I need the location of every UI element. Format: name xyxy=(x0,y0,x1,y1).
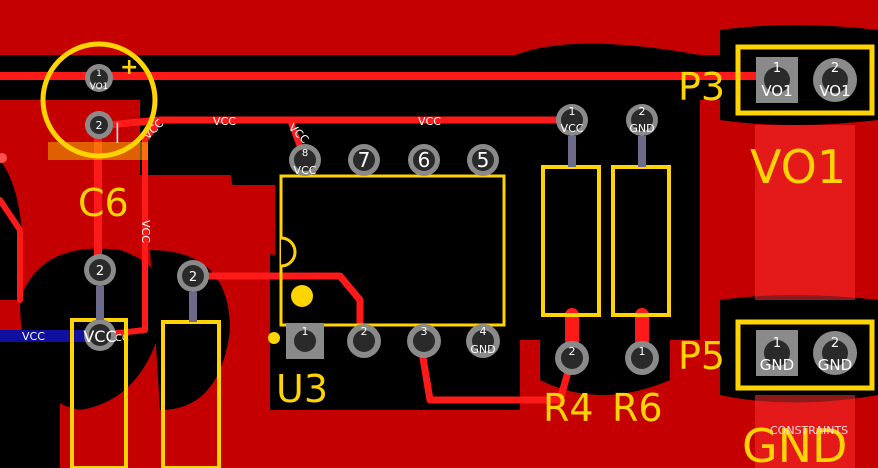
pad-left-vcc[interactable]: VCC xyxy=(83,319,117,351)
svg-text:1: 1 xyxy=(96,69,102,79)
pad-p3-1[interactable]: 1 VO1 xyxy=(756,57,798,103)
pads[interactable]: 1 VO1 2 2 2 VCC 8 VCC 7 xyxy=(83,57,857,376)
c6-ref: C6 xyxy=(78,181,129,225)
svg-text:3: 3 xyxy=(421,325,428,338)
svg-text:VO1: VO1 xyxy=(761,82,792,100)
pad-r6-2[interactable]: 2 GND xyxy=(626,104,658,136)
p3-ref: P3 xyxy=(678,65,725,109)
svg-text:2: 2 xyxy=(361,325,368,338)
svg-text:GND: GND xyxy=(629,122,654,135)
pad-r4-2[interactable]: 2 xyxy=(555,341,589,375)
c6-minus-mark: | xyxy=(114,119,121,143)
via-marker[interactable] xyxy=(0,153,7,163)
silkscreen xyxy=(40,41,875,468)
p5-net-label: GND xyxy=(742,419,847,468)
svg-text:1: 1 xyxy=(569,105,576,118)
svg-text:2: 2 xyxy=(189,270,197,285)
pad-u3-8[interactable]: 8 VCC xyxy=(289,144,321,177)
svg-text:GND: GND xyxy=(760,356,794,374)
p3-net-label: VO1 xyxy=(750,140,846,194)
bottom-vcc-label: VCC xyxy=(22,330,45,343)
pad-r6-1[interactable]: 1 xyxy=(625,341,659,375)
r6-ref: R6 xyxy=(612,386,663,430)
pad-p5-1[interactable]: 1 GND xyxy=(756,330,798,376)
svg-text:GND: GND xyxy=(818,356,852,374)
pad-u3-6[interactable]: 6 xyxy=(408,144,440,176)
svg-text:2: 2 xyxy=(569,345,576,358)
svg-text:2: 2 xyxy=(639,105,646,118)
pad-left-2b[interactable]: 2 xyxy=(177,260,209,292)
trace-label-vcc-6: VCC xyxy=(108,333,129,344)
svg-text:2: 2 xyxy=(831,336,839,351)
u3-ref: U3 xyxy=(276,367,328,411)
pad-p5-2[interactable]: 2 GND xyxy=(813,331,857,375)
constraints-overlay-label: CONSTRAINTS xyxy=(770,424,848,437)
trace-label-vcc-2: VCC xyxy=(418,115,441,128)
pad-u3-1[interactable]: 1 xyxy=(286,323,324,359)
pad-u3-2[interactable]: 2 xyxy=(347,324,381,358)
p5-ref: P5 xyxy=(678,334,725,378)
pad-left-2a[interactable]: 2 xyxy=(84,254,116,286)
svg-text:6: 6 xyxy=(418,148,431,172)
svg-text:1: 1 xyxy=(639,345,646,358)
svg-text:1: 1 xyxy=(773,61,781,76)
trace-label-vcc-5: VCC xyxy=(139,220,152,243)
svg-text:VCC: VCC xyxy=(561,122,584,135)
pad-p3-2[interactable]: 2 VO1 xyxy=(813,58,857,102)
pad-u3-4[interactable]: 4 GND xyxy=(466,324,500,358)
r4-ref: R4 xyxy=(543,386,594,430)
pad-u3-3[interactable]: 3 xyxy=(407,324,441,358)
svg-text:VCC: VCC xyxy=(294,164,317,177)
traces xyxy=(0,72,764,404)
pad-r4-1[interactable]: 1 VCC xyxy=(556,104,588,136)
svg-text:5: 5 xyxy=(477,148,490,172)
svg-text:1: 1 xyxy=(773,336,781,351)
svg-text:VO1: VO1 xyxy=(819,82,850,100)
designators: + | C6 U3 R4 R6 P3 P5 VO1 GND xyxy=(78,55,847,468)
svg-text:GND: GND xyxy=(470,343,495,356)
pad-u3-7[interactable]: 7 xyxy=(348,144,380,176)
c6-plus-mark: + xyxy=(120,55,138,80)
svg-text:2: 2 xyxy=(96,264,104,279)
svg-text:VCC: VCC xyxy=(83,327,116,346)
pad-u3-5[interactable]: 5 xyxy=(467,144,499,176)
pad-c6-1[interactable]: 1 VO1 xyxy=(85,64,113,92)
trace-label-vcc-1: VCC xyxy=(213,115,236,128)
svg-text:4: 4 xyxy=(480,325,487,338)
svg-text:1: 1 xyxy=(302,325,309,338)
copper-islands xyxy=(210,125,855,468)
svg-text:2: 2 xyxy=(96,119,103,132)
svg-text:2: 2 xyxy=(831,61,839,76)
svg-text:8: 8 xyxy=(302,148,308,159)
svg-text:7: 7 xyxy=(358,148,371,172)
svg-text:VO1: VO1 xyxy=(90,82,109,92)
pad-c6-2[interactable]: 2 xyxy=(85,111,113,139)
bottom-layer-trace: VCC xyxy=(0,330,100,343)
